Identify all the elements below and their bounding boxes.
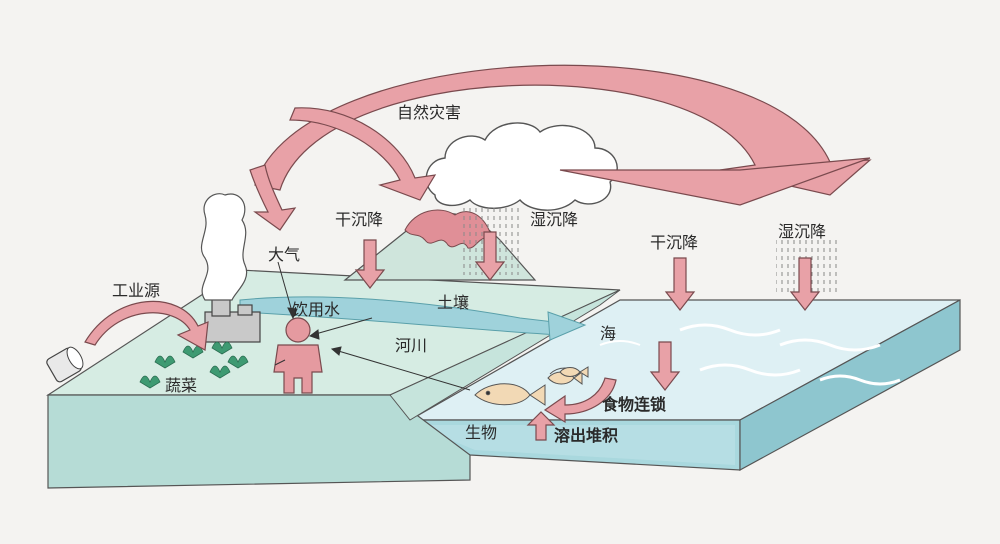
label-organisms: 生物 <box>465 423 498 442</box>
person-icon <box>273 317 323 394</box>
land-block <box>45 269 621 489</box>
label-vegetables: 蔬菜 <box>165 376 198 395</box>
label-dissolution-deposition: 溶出堆积 <box>554 426 619 445</box>
dry-deposition-arrow-2 <box>664 257 696 311</box>
disaster-to-cloud-arrow <box>289 107 437 201</box>
fish-icon <box>474 366 589 406</box>
label-drinking-water: 饮用水 <box>292 300 341 319</box>
wet-deposition-arrow-1 <box>474 231 506 281</box>
label-natural-disaster: 自然灾害 <box>397 103 462 122</box>
label-dry-deposition-1: 干沉降 <box>335 210 384 229</box>
pointer-arrows <box>274 261 471 391</box>
food-chain-arrow <box>543 377 617 424</box>
dissolution-up-arrow <box>526 411 556 441</box>
sea-down-arrow <box>649 341 681 391</box>
label-industrial-source: 工业源 <box>112 281 161 300</box>
label-atmosphere: 大气 <box>268 245 301 264</box>
smoke-icon <box>200 193 248 301</box>
cloud-icon <box>425 122 618 211</box>
label-river: 河川 <box>395 336 428 355</box>
dry-deposition-arrow-1 <box>354 239 386 289</box>
label-wet-deposition-1: 湿沉降 <box>530 210 579 229</box>
industrial-source-arrow <box>84 300 209 351</box>
plant-icon <box>139 341 249 389</box>
label-sea: 海 <box>600 324 617 343</box>
sea-block <box>407 298 961 472</box>
wet-deposition-arrow-2 <box>789 257 821 311</box>
label-food-chain: 食物连锁 <box>602 395 667 414</box>
disaster-to-atmosphere-arrow <box>249 164 297 231</box>
label-dry-deposition-2: 干沉降 <box>650 233 699 252</box>
natural-disaster-arrow <box>254 64 872 206</box>
label-soil: 土壤 <box>437 293 470 312</box>
label-wet-deposition-2: 湿沉降 <box>778 222 827 241</box>
pipe-icon <box>46 346 84 383</box>
factory-icon <box>204 295 261 343</box>
river <box>239 296 587 341</box>
